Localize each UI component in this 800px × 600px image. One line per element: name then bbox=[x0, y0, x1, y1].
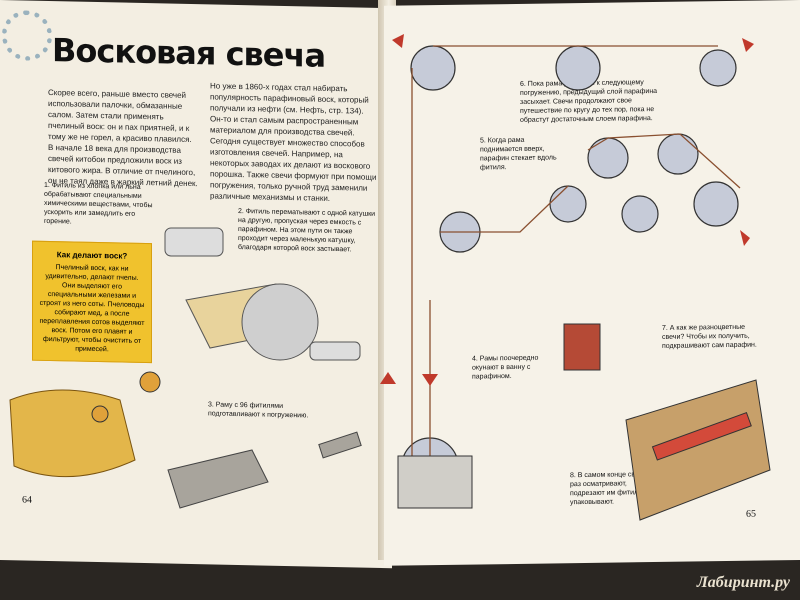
wick-frame-illustration bbox=[167, 431, 362, 509]
candle-box-illustration bbox=[625, 379, 771, 521]
wick-spool-illustration bbox=[164, 227, 361, 361]
candle-tank-illustration bbox=[397, 323, 601, 509]
dipping-machine-illustration bbox=[401, 45, 739, 495]
red-arrows bbox=[380, 34, 754, 386]
labirint-watermark-logo: Лабиринт.ру bbox=[696, 574, 790, 591]
honeycomb-illustration bbox=[9, 371, 161, 478]
